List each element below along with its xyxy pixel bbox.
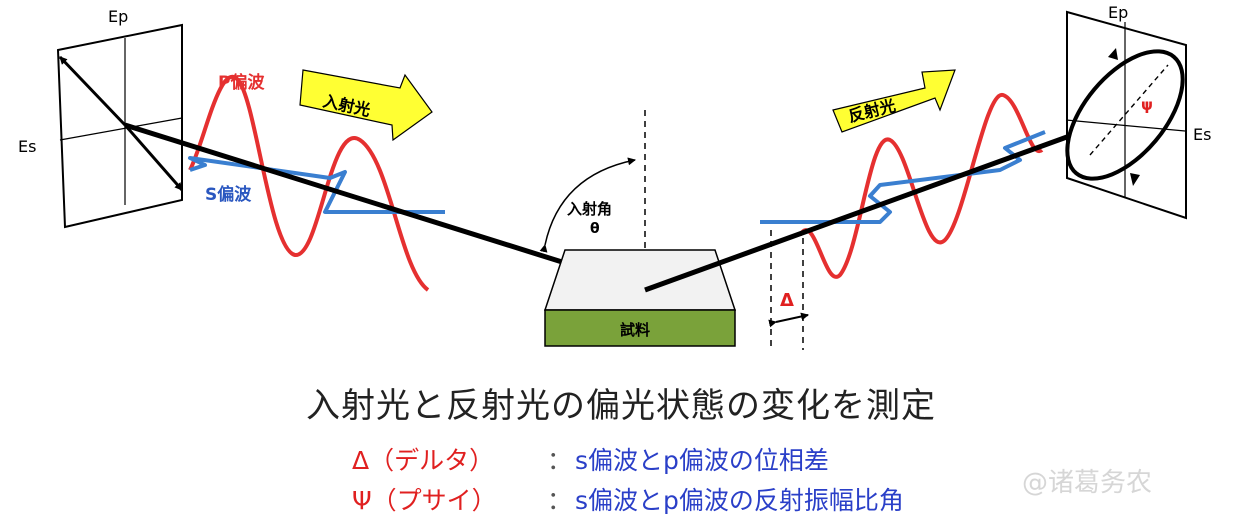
ellipse-direction-arrow-bottom xyxy=(1130,173,1140,186)
p-wave-label: P偏波 xyxy=(218,72,265,93)
sample-layer xyxy=(544,309,736,347)
incidence-angle-label: 入射角 xyxy=(567,200,612,218)
left-field-vector-up xyxy=(58,55,127,127)
reflected-light-beam xyxy=(644,114,1124,293)
diagram-canvas: Ep Es P偏波 S偏波 入射光 入射角 θ 試料 xyxy=(18,3,1211,350)
psi-label: ψ xyxy=(1141,96,1153,114)
incidence-angle-arc xyxy=(539,157,636,253)
reflected-banner: 反射光 xyxy=(832,69,956,133)
psi-colon: ： xyxy=(547,486,573,515)
delta-description: s偏波とp偏波の位相差 xyxy=(575,446,829,475)
ellipse-major-axis xyxy=(1089,64,1169,156)
delta-definition: Δ（デルタ） ：s偏波とp偏波の位相差 xyxy=(352,441,829,477)
left-field-vector-down xyxy=(123,124,184,191)
ellipse-direction-arrow-top xyxy=(1108,48,1118,60)
incident-s-wave xyxy=(188,156,445,214)
incident-banner: 入射光 xyxy=(299,69,433,142)
incidence-angle-symbol: θ xyxy=(590,221,600,237)
psi-description: s偏波とp偏波の反射振幅比角 xyxy=(575,486,904,515)
yellow-block-arrow-icon xyxy=(299,69,433,142)
incident-light-beam xyxy=(124,122,647,291)
delta-term: Δ（デルタ） xyxy=(352,446,495,475)
yellow-block-arrow-icon xyxy=(832,69,956,133)
delta-label: Δ xyxy=(780,290,794,311)
delta-colon: ： xyxy=(547,446,573,475)
right-es-label: Es xyxy=(1193,125,1211,144)
delta-marker: Δ xyxy=(768,230,809,350)
left-frame-plane xyxy=(56,23,183,229)
s-wave-label: S偏波 xyxy=(205,184,252,205)
left-polarization-frame: Ep Es xyxy=(18,7,184,229)
diagram-caption: 入射光と反射光の偏光状態の変化を測定 xyxy=(306,386,936,426)
left-es-axis xyxy=(59,117,183,141)
left-ep-label: Ep xyxy=(108,7,128,26)
right-polarization-frame: ψ Ep Es xyxy=(1065,3,1211,220)
left-es-label: Es xyxy=(18,137,36,156)
incident-p-wave xyxy=(188,74,430,292)
watermark: @诸葛务农 xyxy=(1022,468,1153,498)
sample-label: 試料 xyxy=(620,321,650,339)
right-ep-label: Ep xyxy=(1108,3,1128,22)
reflected-s-wave xyxy=(760,130,1046,224)
psi-term: Ψ（プサイ） xyxy=(352,486,497,515)
reflected-p-wave xyxy=(798,93,1044,279)
psi-definition: Ψ（プサイ） ：s偏波とp偏波の反射振幅比角 xyxy=(352,481,904,517)
polarization-ellipse xyxy=(1065,49,1185,181)
right-frame-plane xyxy=(1066,10,1187,220)
sample-block: 試料 xyxy=(543,249,737,347)
double-arrow-icon xyxy=(768,312,809,328)
sample-top xyxy=(543,249,737,311)
